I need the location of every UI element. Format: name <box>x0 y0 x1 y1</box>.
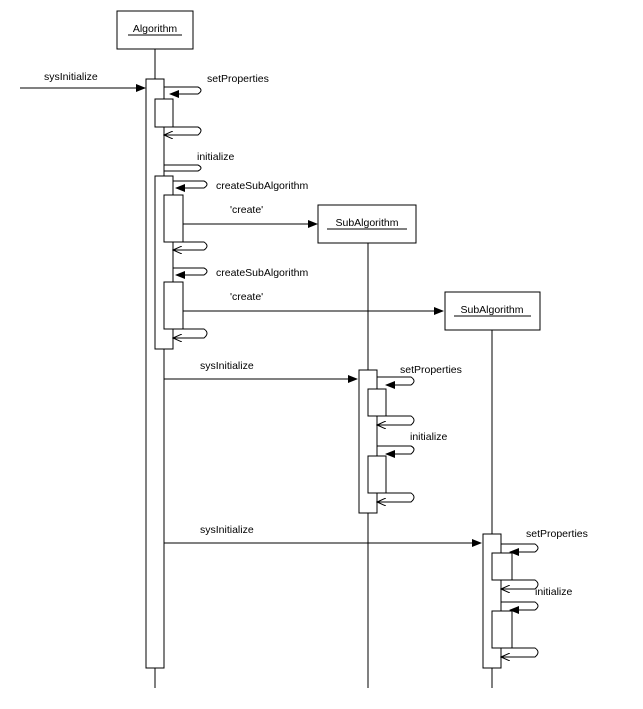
create-sub-algorithm-label-1: createSubAlgorithm <box>216 180 308 192</box>
create-sub-algorithm-call-1: createSubAlgorithm <box>163 180 308 250</box>
initialize-label: initialize <box>197 151 235 163</box>
set-properties-label-sub1: setProperties <box>400 364 462 376</box>
set-properties-call-sub1: setProperties <box>367 364 462 425</box>
sys-initialize-label-sub1: sysInitialize <box>200 360 254 372</box>
set-properties-call-sub2: setProperties <box>491 528 588 589</box>
algorithm-label: Algorithm <box>133 23 178 35</box>
set-properties-label: setProperties <box>207 73 269 85</box>
sys-initialize-label-sub2: sysInitialize <box>200 524 254 536</box>
algorithm-object: Algorithm <box>116 10 194 50</box>
create-sub-algorithm-call-2: createSubAlgorithm <box>163 267 308 338</box>
algorithm-activation <box>145 78 165 669</box>
initialize-label-sub2: initialize <box>535 586 573 598</box>
sub-algorithm-label-1: SubAlgorithm <box>335 217 398 229</box>
sub-algorithm-label-2: SubAlgorithm <box>460 304 523 316</box>
create-label-1: 'create' <box>230 204 263 216</box>
create-sub-algorithm-label-2: createSubAlgorithm <box>216 267 308 279</box>
create-label-2: 'create' <box>230 291 263 303</box>
sub-algorithm-object-1: SubAlgorithm <box>317 204 417 244</box>
initialize-call-sub1: initialize <box>367 431 448 502</box>
set-properties-label-sub2: setProperties <box>526 528 588 540</box>
initialize-call-sub2: initialize <box>491 586 573 657</box>
set-properties-self-call: setProperties <box>154 73 269 135</box>
sub-algorithm-object-2: SubAlgorithm <box>444 291 541 331</box>
sys-initialize-label: sysInitialize <box>44 71 98 83</box>
initialize-label-sub1: initialize <box>410 431 448 443</box>
